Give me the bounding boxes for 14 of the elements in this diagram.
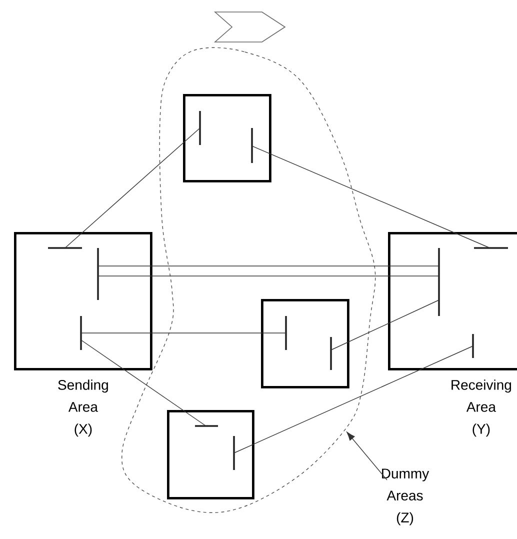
connector-line xyxy=(330,300,440,350)
leader-arrow xyxy=(346,432,388,480)
area-box xyxy=(183,94,272,182)
connector-line xyxy=(80,332,286,334)
area-label: Dummy Areas (Z) xyxy=(382,468,430,526)
area-box xyxy=(261,299,350,388)
connector-line xyxy=(234,346,474,454)
area-label: Sending Area (X) xyxy=(58,380,108,437)
connector-line xyxy=(80,340,206,426)
connector-line xyxy=(64,128,200,248)
connector-line xyxy=(252,146,490,248)
area-label: Receiving Area (Y) xyxy=(452,380,511,437)
dashed-outline xyxy=(122,47,376,513)
area-box xyxy=(167,410,254,500)
